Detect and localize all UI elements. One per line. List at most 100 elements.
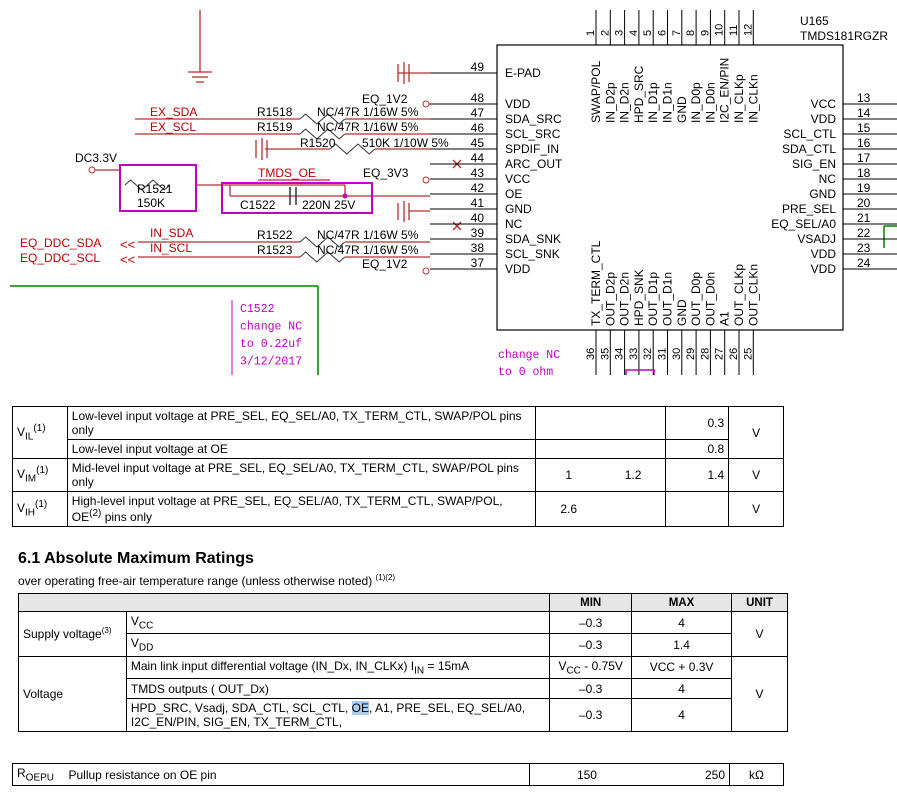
pin-name: OUT_D1n (661, 272, 675, 326)
pin-number: 4 (628, 30, 640, 36)
typ-cell (600, 491, 666, 527)
net-label-ex-scl: EX_SCL (150, 120, 196, 134)
pin-number: 32 (642, 348, 654, 360)
pin-name: OUT_D1p (646, 272, 660, 326)
section-subtitle: over operating free-air temperature rang… (18, 573, 396, 588)
vcc-max: 4 (631, 610, 732, 635)
pin-name: IN_D2n (618, 82, 632, 123)
highlight-box-r1521 (119, 164, 197, 212)
net-label-in-scl: IN_SCL (150, 241, 192, 255)
pin-name: E-PAD (505, 66, 541, 80)
pin-name: VDD (505, 97, 531, 111)
pin-name: OUT_D2p (603, 272, 617, 326)
pins-min: –0.3 (549, 698, 633, 733)
table-row: VIH(1) High-level input voltage at PRE_S… (12, 491, 784, 527)
symbol-cell: VIL(1) (12, 406, 68, 459)
pin-number: 19 (857, 181, 871, 195)
pin-name: OUT_D2n (618, 272, 632, 326)
pin-name: TX_TERM_CTL (589, 240, 603, 326)
resistor-r1522 (299, 236, 346, 248)
tmds-max: 4 (631, 678, 732, 700)
pin-number: 14 (857, 106, 871, 120)
voltage-unit: V (731, 655, 788, 733)
pin-number: 11 (728, 25, 740, 36)
section-title: 6.1 Absolute Maximum Ratings (18, 550, 254, 567)
pin-name: SDA_CTL (782, 142, 836, 156)
chip-ref-label: U165 (800, 14, 829, 28)
net-label-eq-ddc-sda: EQ_DDC_SDA (20, 236, 101, 250)
pin-number: 25 (742, 348, 754, 360)
net-label-dc3v3: DC3.3V (75, 151, 117, 165)
pullup-resistance-table: ROEPU Pullup resistance on OE pin 150 25… (12, 762, 784, 787)
table-row: HPD_SRC, Vsadj, SDA_CTL, SCL_CTL, OE, A1… (19, 698, 788, 733)
pin-name: VDD (811, 262, 837, 276)
net-label-tmds-oe: TMDS_OE (258, 166, 316, 180)
r1520-ref: R1520 (300, 136, 336, 150)
pin-name: IN_D2p (603, 82, 617, 123)
pin-name: NC (505, 217, 523, 231)
resistor-r1521 (124, 179, 171, 191)
header-row: MIN MAX UNIT (17, 593, 788, 612)
pin-number: 48 (471, 91, 485, 105)
main-link-min: VCC - 0.75V (549, 655, 633, 680)
pin-name: OUT_D0p (689, 272, 703, 326)
pin-number: 5 (642, 30, 654, 36)
roepu-unit: kΩ (729, 762, 784, 787)
pin-name: GND (809, 187, 836, 201)
net-label-eq1v2-bottom: EQ_1V2 (362, 257, 408, 271)
pin-number: 2 (599, 30, 611, 36)
header-min: MIN (549, 593, 633, 612)
resistor-r1523 (299, 251, 346, 263)
pin-number: 38 (471, 241, 485, 255)
pin-name: SDA_SNK (505, 232, 561, 246)
chip-body (496, 44, 844, 331)
table-row: VIL(1) Low-level input voltage at PRE_SE… (12, 406, 784, 459)
nc-mark (452, 221, 462, 231)
schematic-wires (10, 10, 897, 375)
pin-number: 39 (471, 226, 485, 240)
pin-name: GND (675, 299, 689, 326)
c1522-value: 220N 25V (302, 198, 355, 212)
net-label-eq3v3: EQ_3V3 (363, 166, 409, 180)
r1522-ref: R1522 (257, 228, 293, 242)
pin-number: 30 (671, 348, 683, 360)
unit-cell: V (728, 406, 784, 459)
desc-cell: Low-level input voltage at OE (66, 439, 537, 459)
pin-name: NC (819, 172, 837, 186)
pin-number: 12 (742, 24, 754, 36)
supply-unit: V (731, 611, 788, 657)
annotation-text: to 0 ohm (498, 366, 553, 375)
resistor-r1520 (329, 143, 376, 155)
main-link-desc: Main link input differential voltage (IN… (125, 655, 551, 680)
r1521-ref: R1521 (137, 182, 173, 196)
net-label-eq-ddc-scl: EQ_DDC_SCL (20, 251, 100, 265)
main-link-max: VCC + 0.3V (631, 655, 732, 680)
pin-name: SWAP/POL (589, 60, 603, 123)
vcc-min: –0.3 (549, 610, 633, 635)
resistor-r1518 (299, 113, 346, 125)
pins-desc: HPD_SRC, Vsadj, SDA_CTL, SCL_CTL, OE, A1… (125, 698, 551, 733)
header-max: MAX (631, 593, 732, 612)
symbol-cell: VIM(1) (12, 458, 68, 492)
pins-max: 4 (631, 698, 732, 733)
pin-name: VDD (811, 112, 837, 126)
pin-name: VDD (505, 262, 531, 276)
vcc-symbol: VCC (125, 610, 551, 635)
r1521-value: 150K (137, 196, 165, 210)
pin-number: 23 (857, 241, 871, 255)
roepu-max: 250 (643, 762, 731, 787)
symbol-cell: VIH(1) (12, 491, 68, 527)
r1519-ref: R1519 (257, 120, 293, 134)
desc-cell: Mid-level input voltage at PRE_SEL, EQ_S… (66, 458, 537, 492)
max-cell (665, 491, 730, 527)
pin-number: 43 (471, 166, 485, 180)
net-terminal (422, 176, 430, 184)
header-blank (17, 593, 551, 612)
highlighted-oe: OE (351, 701, 369, 716)
voltage-label: Voltage (18, 655, 127, 733)
pin-name: GND (505, 202, 532, 216)
pin-number: 7 (671, 30, 683, 36)
max-cell: 0.8 (665, 439, 730, 459)
r1519-value: NC/47R 1/16W 5% (317, 120, 419, 134)
resistor-r1519 (299, 128, 346, 140)
